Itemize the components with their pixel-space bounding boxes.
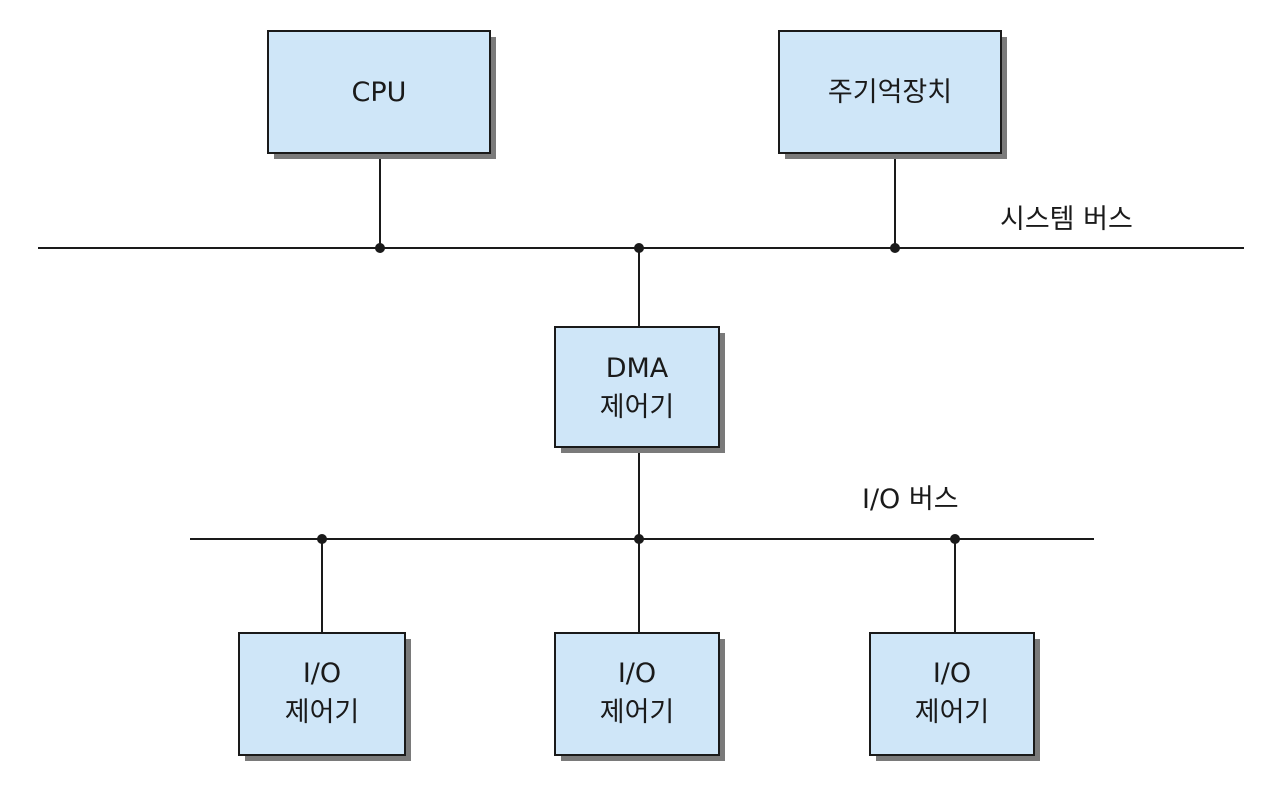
dma-label-line2: 제어기 bbox=[600, 392, 675, 423]
system-bus-label: 시스템 버스 bbox=[1000, 204, 1133, 235]
io2-label-line1: I/O bbox=[618, 658, 656, 689]
io-controller-box-1: I/O 제어기 bbox=[238, 632, 411, 761]
box-body bbox=[238, 632, 406, 756]
junction-dot bbox=[634, 243, 644, 253]
io3-label-line2: 제어기 bbox=[915, 697, 990, 728]
cpu-box: CPU bbox=[267, 30, 496, 159]
io3-label-line1: I/O bbox=[933, 658, 971, 689]
cpu-label: CPU bbox=[352, 77, 407, 108]
main-memory-box: 주기억장치 bbox=[778, 30, 1007, 159]
io1-label-line2: 제어기 bbox=[285, 697, 360, 728]
box-body bbox=[554, 326, 720, 448]
box-body bbox=[869, 632, 1035, 756]
box-body bbox=[554, 632, 720, 756]
main-memory-label: 주기억장치 bbox=[828, 77, 952, 108]
junction-dot bbox=[890, 243, 900, 253]
dma-controller-box: DMA 제어기 bbox=[554, 326, 725, 453]
io1-label-line1: I/O bbox=[303, 658, 341, 689]
io-controller-box-3: I/O 제어기 bbox=[869, 632, 1040, 761]
junction-dot bbox=[317, 534, 327, 544]
dma-label-line1: DMA bbox=[606, 353, 669, 384]
box-body bbox=[778, 30, 1002, 154]
box-body bbox=[267, 30, 491, 154]
junction-dot bbox=[950, 534, 960, 544]
io2-label-line2: 제어기 bbox=[600, 697, 675, 728]
junction-dot bbox=[634, 534, 644, 544]
junction-dot bbox=[375, 243, 385, 253]
io-bus-label: I/O 버스 bbox=[862, 484, 959, 515]
io-controller-box-2: I/O 제어기 bbox=[554, 632, 725, 761]
